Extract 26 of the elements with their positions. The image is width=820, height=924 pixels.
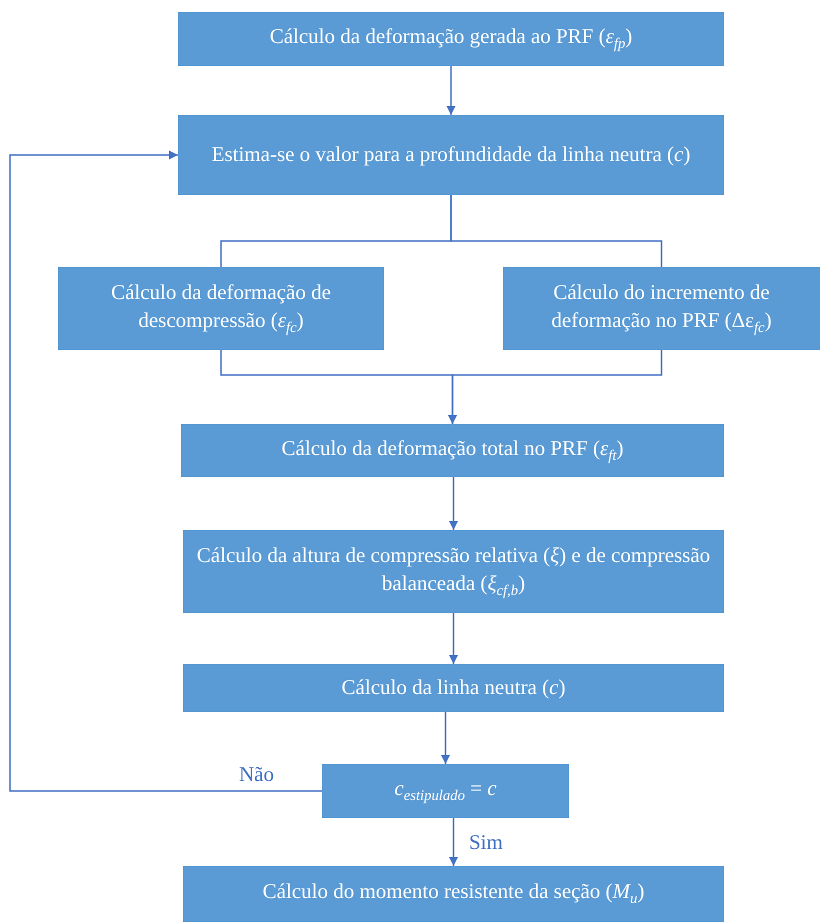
box-text: Cálculo da altura de compressão relativa (ξ) e de compressão balanceada (ξ$_{cf,b}$) xyxy=(196,542,712,601)
box-text: Cálculo do momento resistente da seção (M$_{u}$) xyxy=(262,878,644,910)
process-box xyxy=(183,530,724,613)
connector xyxy=(450,195,662,267)
arrow xyxy=(446,66,456,115)
box-text: Cálculo da deformação gerada ao PRF (ε$_{fp}$) xyxy=(270,23,632,55)
box-text: Cálculo da linha neutra (c) xyxy=(342,674,566,702)
arrow xyxy=(448,350,662,424)
arrow xyxy=(441,712,450,764)
box-text: Cálculo do incremento de deformação no PRF (Δε$_{fc}$) xyxy=(550,279,773,338)
process-box xyxy=(178,115,724,195)
arrow xyxy=(449,818,458,866)
process-box xyxy=(178,12,724,66)
box-text: Cálculo da deformação de descompressão (ε$_{fc}$) xyxy=(110,279,332,338)
box-text: c$_{estipulado}$ = c xyxy=(394,775,497,807)
arrow xyxy=(449,477,458,530)
process-box xyxy=(183,866,724,922)
arrow xyxy=(9,150,322,792)
process-box xyxy=(181,424,724,477)
process-box xyxy=(503,267,820,350)
box-text: Estima-se o valor para a profundidade da linha neutra (c) xyxy=(212,141,690,168)
process-box xyxy=(322,764,569,818)
process-box xyxy=(58,267,384,350)
arrow xyxy=(449,613,458,664)
process-box xyxy=(183,664,724,712)
box-text: Cálculo da deformação total no PRF (ε$_{ft}$) xyxy=(282,434,624,466)
